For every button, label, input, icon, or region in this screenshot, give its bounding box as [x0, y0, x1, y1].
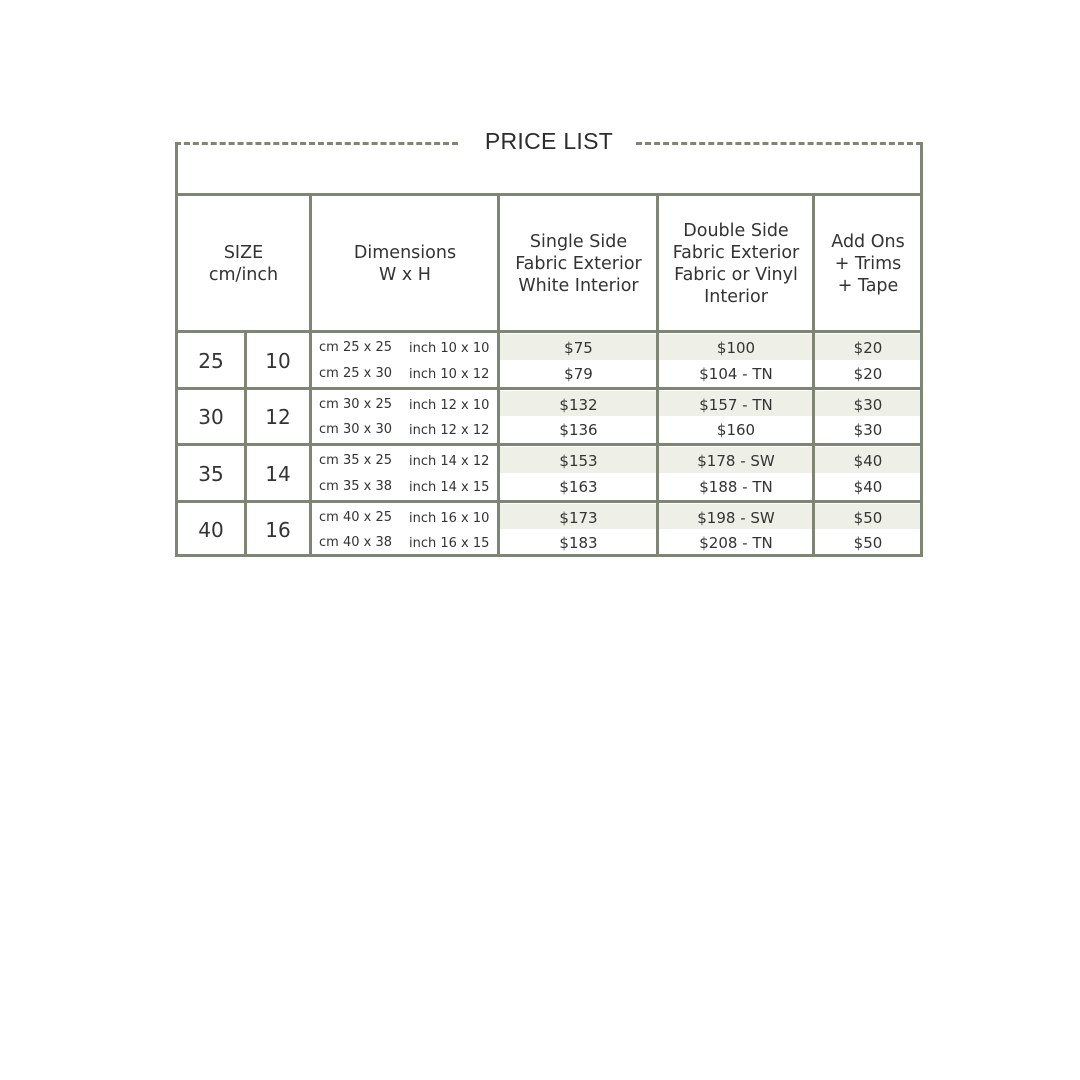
size-inch-cell: 12: [265, 405, 291, 429]
header-double-line-3: Fabric or Vinyl: [674, 265, 798, 285]
double-side-price: $188 - TN: [699, 478, 773, 496]
header-single-side: Single Side Fabric Exterior White Interi…: [500, 196, 657, 332]
row-stripe: [500, 504, 921, 529]
price-list-table: PRICE LIST SIZE cm/inch Dimensions W x H…: [175, 128, 923, 557]
header-single-line-1: Single Side: [529, 232, 628, 252]
col-divider-size: [244, 330, 247, 557]
size-cm-cell: 35: [198, 461, 224, 486]
col-divider-dimensions: [309, 193, 312, 557]
single-side-price: $183: [559, 533, 598, 552]
dimension-cm: cm 25 x 30: [319, 366, 392, 381]
dimension-cm: cm 30 x 30: [319, 422, 392, 437]
size-cm-cell: 40: [198, 517, 224, 542]
dimension-inch: inch 12 x 12: [409, 423, 490, 438]
header-dimensions-line-1: Dimensions: [353, 243, 457, 263]
size-cm-cell: 30: [198, 405, 224, 429]
size-inch-cell: 16: [265, 517, 291, 542]
page-title: PRICE LIST: [484, 128, 614, 154]
single-side-price: $136: [559, 420, 598, 439]
dimension-inch: inch 14 x 15: [409, 480, 490, 495]
double-side-price: $100: [716, 339, 756, 357]
dimension-cm: cm 30 x 25: [319, 397, 392, 412]
add-on-price: $30: [853, 420, 883, 439]
col-divider-double: [656, 193, 659, 557]
double-side-price: $160: [716, 420, 756, 439]
group-divider-0: [175, 387, 923, 390]
single-side-price: $132: [559, 395, 598, 414]
size-inch-cell: 10: [265, 348, 291, 373]
single-side-price: $75: [564, 339, 593, 357]
dimension-inch: inch 14 x 12: [409, 454, 490, 469]
header-dimensions: Dimensions W x H: [312, 196, 498, 332]
header-double-line-1: Double Side: [683, 221, 789, 241]
add-on-price: $30: [853, 395, 883, 414]
header-single-line-2: Fabric Exterior: [515, 254, 642, 274]
row-stripe: [500, 447, 921, 473]
header-add-ons: Add Ons + Trims + Tape: [815, 196, 921, 332]
single-side-price: $79: [564, 365, 593, 383]
single-side-price: $153: [559, 452, 598, 470]
header-double-line-4: Interior: [704, 287, 768, 307]
single-side-price: $163: [559, 478, 598, 496]
dimension-inch: inch 10 x 12: [409, 367, 490, 382]
double-side-price: $198 - SW: [697, 508, 775, 527]
row-stripe: [500, 334, 921, 360]
double-side-price: $157 - TN: [699, 395, 773, 414]
dimension-inch: inch 10 x 10: [409, 341, 490, 356]
header-top-line: [175, 193, 923, 196]
row-stripe: [500, 391, 921, 416]
dimension-inch: inch 16 x 15: [409, 536, 490, 551]
dimension-cm: cm 40 x 25: [319, 510, 392, 525]
add-on-price: $40: [853, 452, 883, 470]
header-double-line-2: Fabric Exterior: [672, 243, 800, 263]
border-bottom: [175, 554, 923, 557]
header-addons-line-2: + Trims: [834, 254, 902, 274]
single-side-price: $173: [559, 508, 598, 527]
dashed-border-left: [175, 142, 458, 145]
dimension-cm: cm 40 x 38: [319, 535, 392, 550]
header-size-line-2: cm/inch: [208, 265, 279, 285]
double-side-price: $178 - SW: [697, 452, 775, 470]
header-size-line-1: SIZE: [223, 243, 264, 263]
dimension-cm: cm 35 x 25: [319, 453, 392, 468]
header-dimensions-line-2: W x H: [379, 265, 431, 285]
border-left: [175, 142, 178, 557]
add-on-price: $20: [853, 365, 883, 383]
add-on-price: $50: [853, 508, 883, 527]
dimension-cm: cm 25 x 25: [319, 340, 392, 355]
add-on-price: $50: [853, 533, 883, 552]
header-single-line-3: White Interior: [518, 276, 639, 296]
header-addons-line-3: + Tape: [837, 276, 899, 296]
header-addons-line-1: Add Ons: [831, 232, 905, 252]
size-inch-cell: 14: [265, 461, 291, 486]
dimension-inch: inch 16 x 10: [409, 511, 490, 526]
group-divider-1: [175, 443, 923, 446]
group-divider-2: [175, 500, 923, 503]
col-divider-single: [497, 193, 500, 557]
double-side-price: $104 - TN: [699, 365, 773, 383]
header-size: SIZE cm/inch: [177, 196, 310, 332]
add-on-price: $20: [853, 339, 883, 357]
header-bottom-line: [175, 330, 923, 333]
col-divider-addons: [812, 193, 815, 557]
header-double-side: Double Side Fabric Exterior Fabric or Vi…: [659, 196, 813, 332]
dimension-cm: cm 35 x 38: [319, 479, 392, 494]
dashed-border-right: [636, 142, 922, 145]
dimension-inch: inch 12 x 10: [409, 398, 490, 413]
add-on-price: $40: [853, 478, 883, 496]
double-side-price: $208 - TN: [699, 533, 773, 552]
size-cm-cell: 25: [198, 348, 224, 373]
border-right: [920, 142, 923, 557]
